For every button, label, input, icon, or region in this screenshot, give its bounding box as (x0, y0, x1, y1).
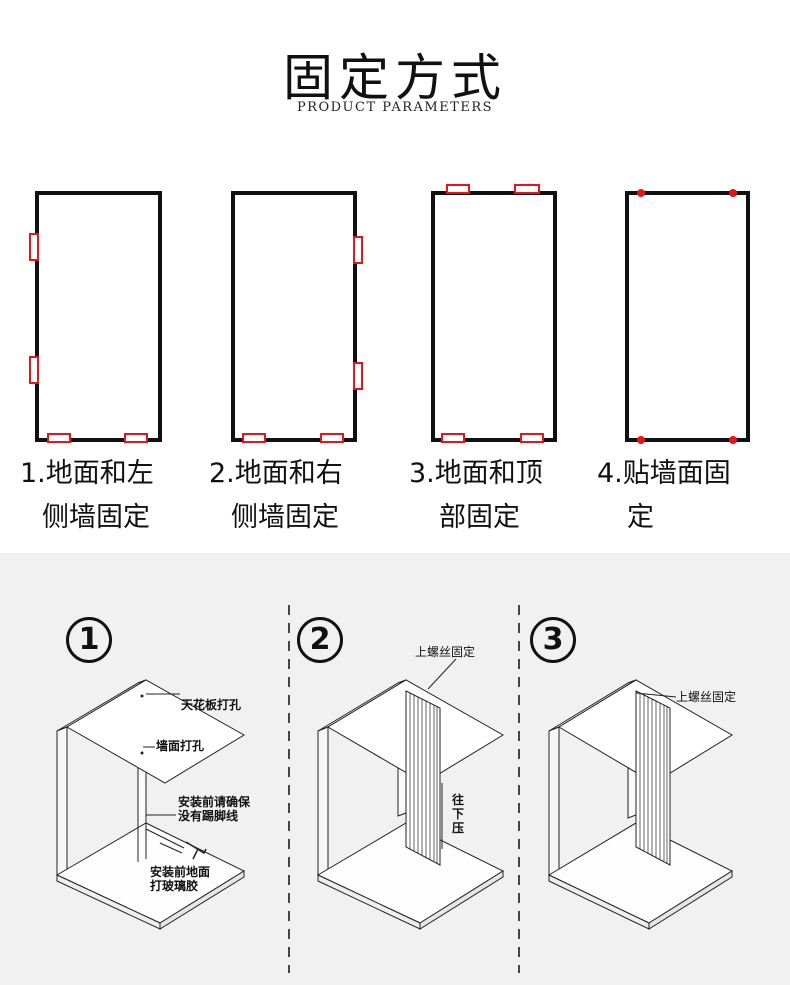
method-4-caption: 4.贴墙面固 定 (597, 458, 731, 533)
fixing-methods-diagram (29, 184, 750, 444)
step-2-screw-note: 上螺丝固定 (415, 645, 476, 659)
step-1-leaders (143, 693, 183, 854)
right-wall-bracket-bottom (353, 362, 363, 390)
ceiling-drill-note: 天花板打孔 (181, 698, 242, 712)
step-2-grille (409, 693, 438, 863)
top-bracket-left (446, 184, 470, 194)
baseboard-note: 安装前请确保 没有踢脚线 (178, 795, 251, 823)
method-2-caption: 2.地面和右 侧墙固定 (209, 458, 343, 533)
step-3-screw-note: 上螺丝固定 (676, 690, 737, 704)
step-3-grille (639, 693, 668, 863)
method-4-diagram (625, 189, 750, 444)
step-1-room (55, 679, 246, 930)
wall-point-bottom-left (637, 436, 645, 444)
method-1-caption: 1.地面和左 侧墙固定 (20, 458, 154, 533)
floor-bracket-right (320, 433, 344, 443)
press-down-note: 往 下 压 (452, 793, 465, 835)
wall-point-top-right (729, 189, 737, 197)
step-2-leaders (427, 658, 457, 849)
top-bracket-right (514, 184, 540, 194)
step-2-number: 2 (297, 617, 343, 663)
step-3-leaders (635, 692, 677, 698)
method-3-caption: 3.地面和顶 部固定 (409, 458, 543, 533)
page-title: 固定方式 (283, 49, 507, 107)
page-subtitle: PRODUCT PARAMETERS (296, 100, 494, 115)
floor-bracket-right (124, 433, 148, 443)
floor-bracket-left (441, 433, 465, 443)
right-wall-bracket-top (353, 236, 363, 264)
wall-drill-note: 墙面打孔 (156, 739, 205, 753)
floor-glue-note: 安装前地面 打玻璃胶 (150, 865, 211, 893)
step-3-room (547, 679, 734, 930)
left-wall-bracket-top (29, 233, 39, 261)
floor-bracket-right (520, 433, 544, 443)
method-2-diagram (231, 191, 363, 443)
method-3-diagram (431, 184, 557, 443)
wall-point-top-left (637, 189, 645, 197)
left-wall-bracket-bottom (29, 356, 39, 384)
step-3-number: 3 (530, 617, 576, 663)
installation-steps-diagram (55, 605, 734, 973)
wall-point-bottom-right (729, 436, 737, 444)
floor-bracket-left (242, 433, 266, 443)
installation-steps-panel: 1 2 3 天花板打孔 墙面打孔 安装前请确保 没有踢脚线 安装前地面 打玻璃胶… (0, 553, 790, 985)
floor-bracket-left (47, 433, 71, 443)
step-2-room (316, 679, 505, 930)
step-1-number: 1 (66, 617, 112, 663)
method-1-diagram (29, 191, 162, 443)
